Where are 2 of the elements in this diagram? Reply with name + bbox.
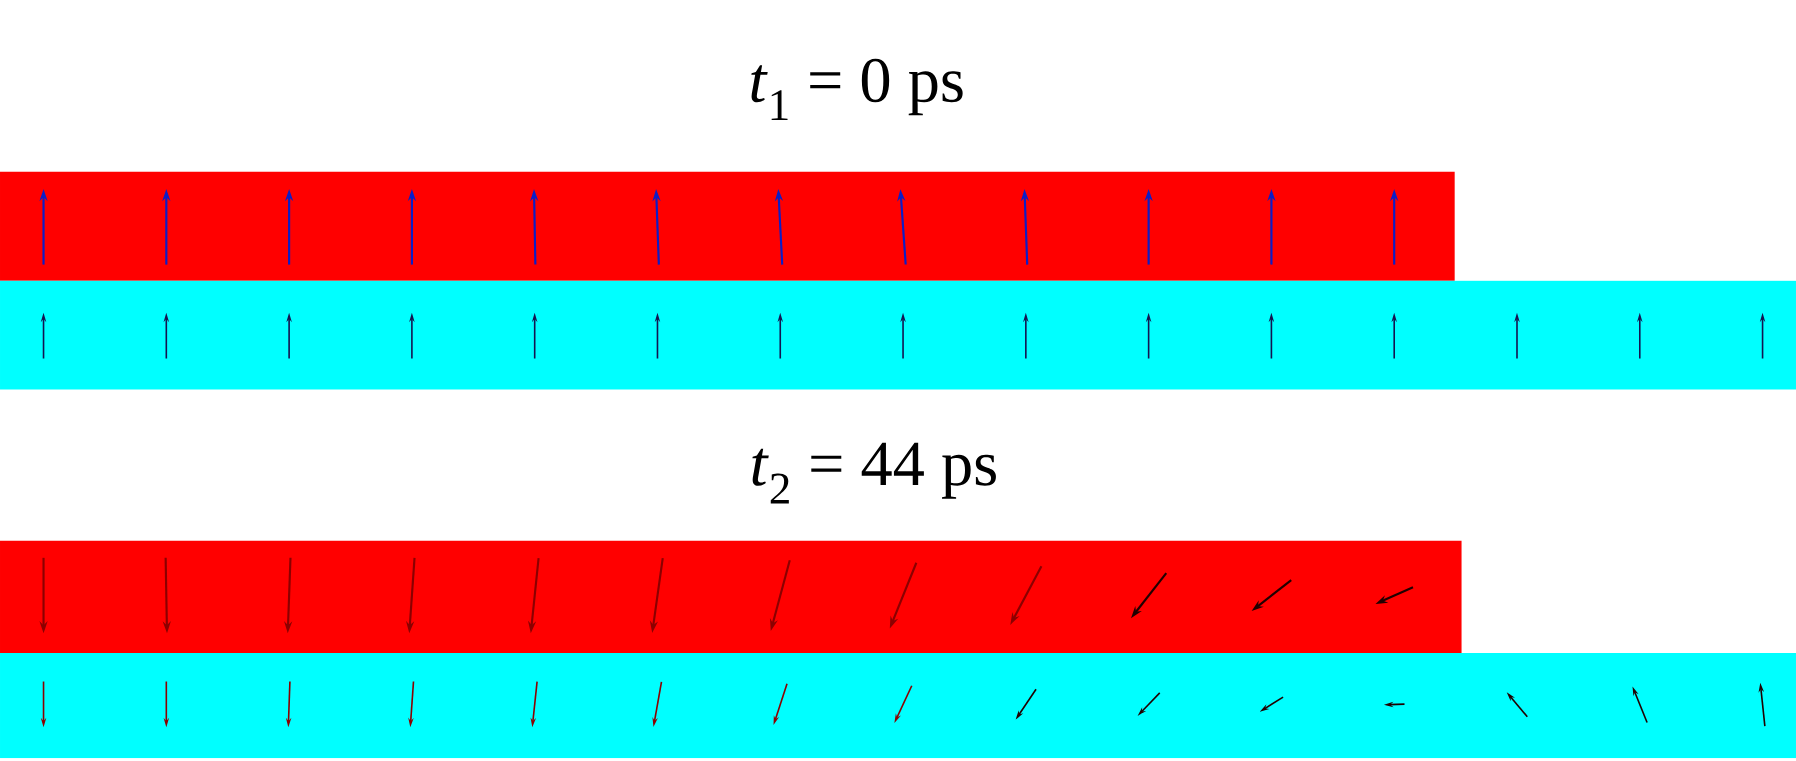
time-label: t$_{2}$ = 44 ps xyxy=(752,442,996,504)
time-label: t$_{1}$ = 0 ps xyxy=(751,59,963,121)
